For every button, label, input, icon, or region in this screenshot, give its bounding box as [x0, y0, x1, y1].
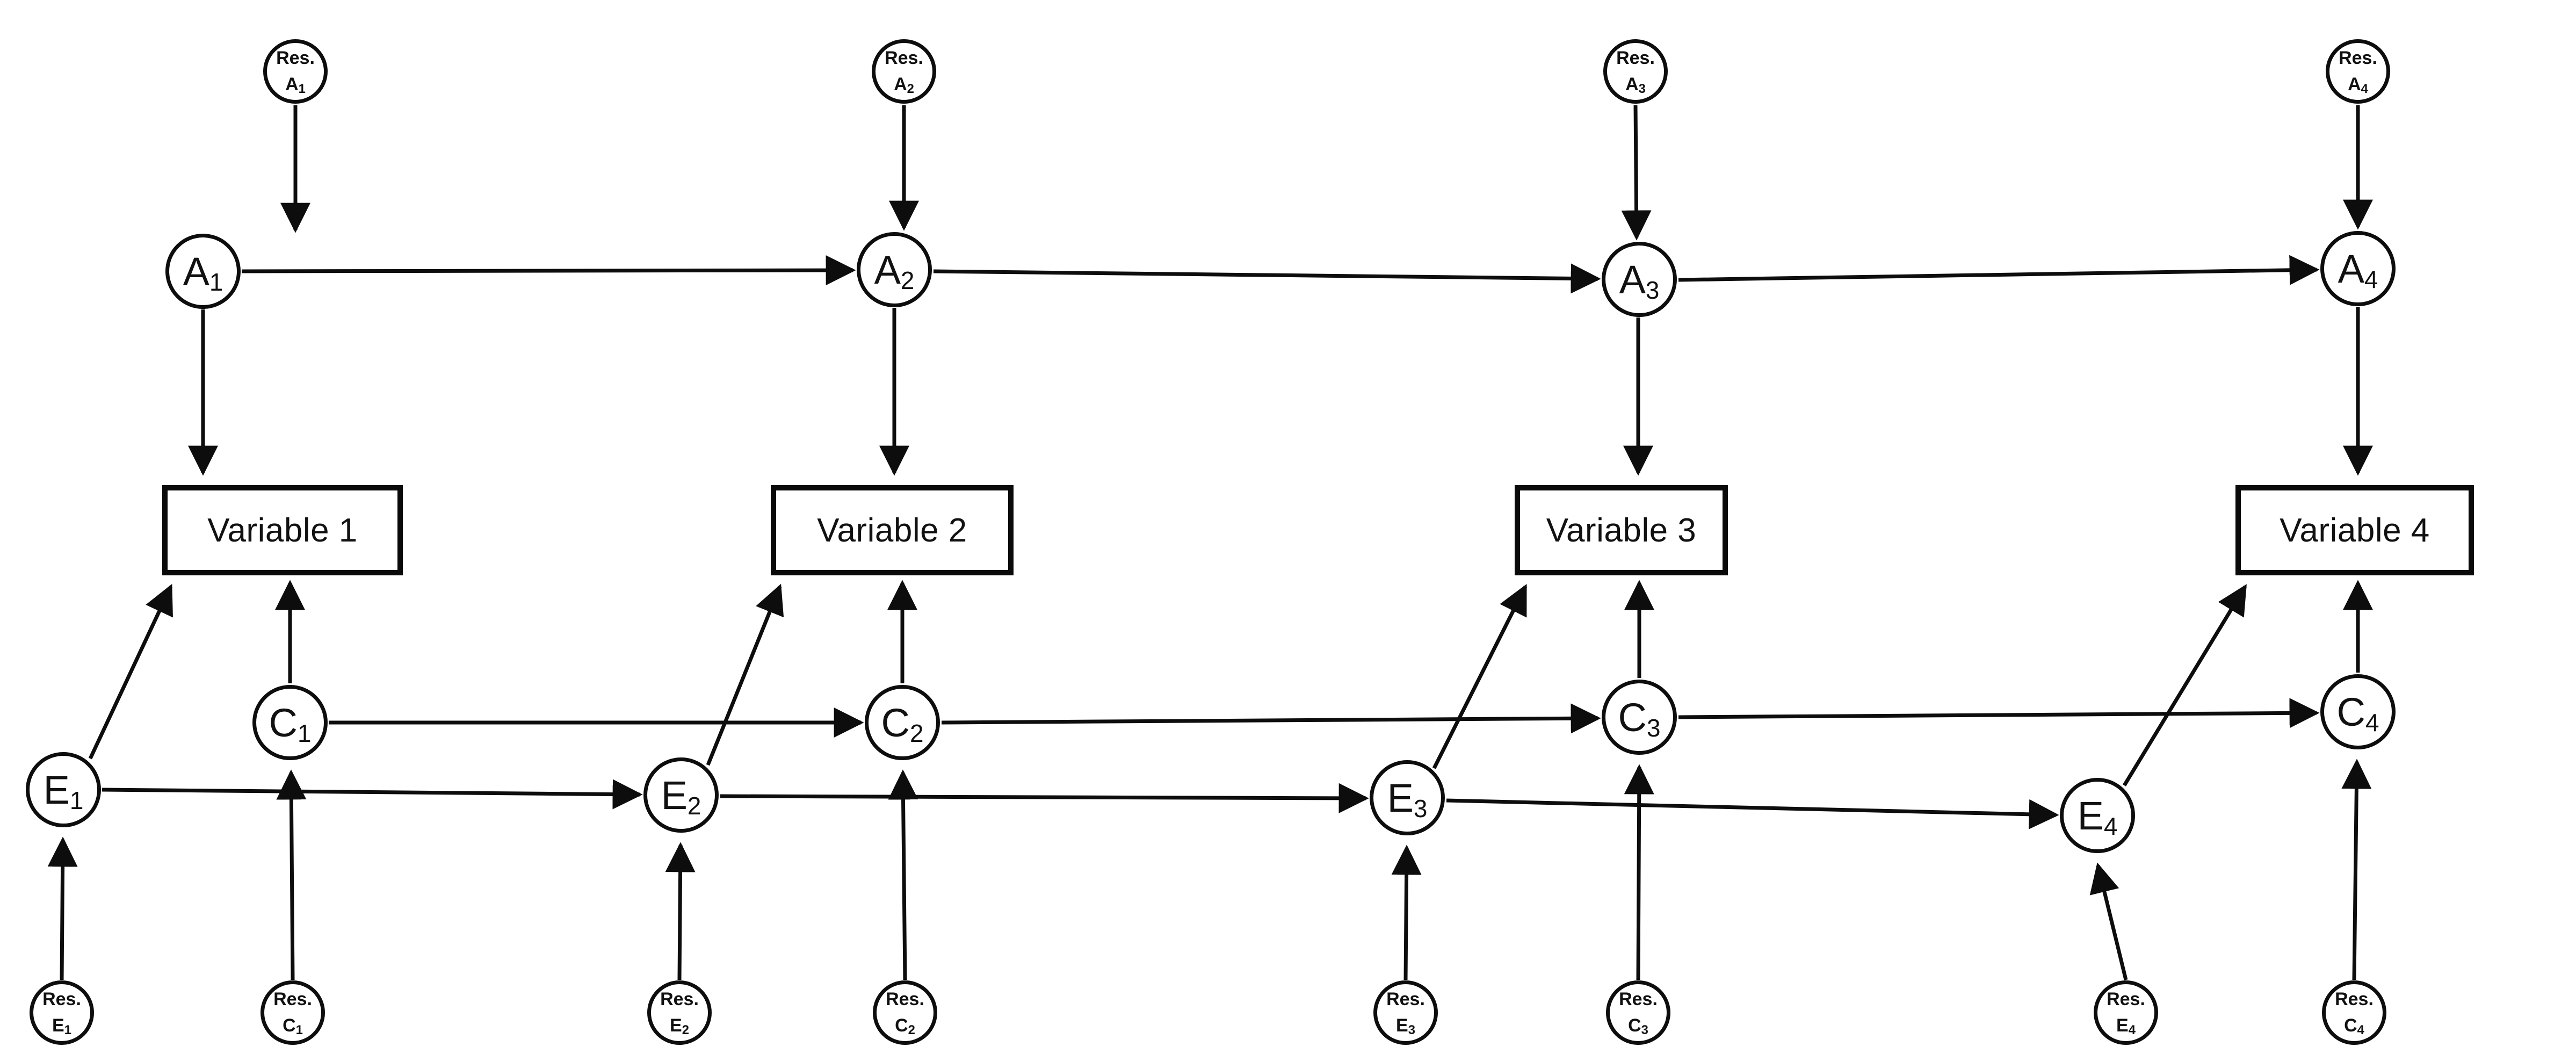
edge-rese3-e3	[1391, 844, 1422, 980]
node-res-a3[interactable]: Res.A3	[1603, 39, 1668, 104]
edge-resc3-c3	[1624, 764, 1654, 980]
node-res-a4[interactable]: Res.A4	[2326, 39, 2390, 104]
edge-e1-e2	[102, 779, 643, 810]
variable-box-3-label: Variable 3	[1546, 511, 1697, 549]
node-c1-label: C1	[269, 700, 312, 747]
edge-rese4-e4	[2089, 862, 2128, 980]
node-res-c2[interactable]: Res.C2	[873, 980, 937, 1045]
node-a2[interactable]: A2	[857, 232, 932, 307]
variable-box-2[interactable]: Variable 2	[771, 485, 1014, 575]
node-e1[interactable]: E1	[26, 752, 101, 827]
edge-resc1-c1	[276, 769, 307, 980]
node-res-e3[interactable]: Res.E3	[1373, 980, 1438, 1045]
node-e4-label: E4	[2077, 793, 2118, 840]
node-res-c4-label: Res.C4	[2335, 988, 2374, 1038]
edge-e3-e4	[1446, 798, 2059, 829]
node-a1[interactable]: A1	[165, 234, 241, 309]
node-c2-label: C2	[881, 700, 924, 747]
node-e4[interactable]: E4	[2060, 778, 2135, 853]
edge-c3-c4	[1678, 698, 2320, 728]
node-res-e4[interactable]: Res.E4	[2094, 980, 2158, 1045]
variable-box-3[interactable]: Variable 3	[1515, 485, 1728, 575]
edge-resa3-a3	[1621, 105, 1652, 241]
node-res-a1[interactable]: Res.A1	[263, 39, 328, 104]
node-res-c2-label: Res.C2	[886, 988, 924, 1038]
node-res-a2[interactable]: Res.A2	[872, 39, 936, 104]
node-a3[interactable]: A3	[1602, 242, 1677, 317]
node-a4-label: A4	[2338, 246, 2378, 293]
node-res-a3-label: Res.A3	[1616, 47, 1655, 97]
variable-box-4[interactable]: Variable 4	[2235, 485, 2474, 575]
edge-e4-v4	[2123, 584, 2247, 786]
node-res-c3-label: Res.C3	[1619, 988, 1658, 1038]
node-c1[interactable]: C1	[252, 685, 328, 760]
node-e1-label: E1	[43, 767, 84, 814]
variable-box-2-label: Variable 2	[817, 511, 967, 549]
edge-c2-c3	[941, 703, 1601, 734]
edge-e2-e3	[720, 783, 1369, 813]
node-res-e3-label: Res.E3	[1386, 988, 1425, 1038]
edge-e3-v3	[1432, 583, 1528, 769]
node-res-e4-label: Res.E4	[2107, 988, 2145, 1038]
node-res-e1-label: Res.E1	[42, 988, 81, 1038]
node-res-a4-label: Res.A4	[2339, 47, 2377, 97]
edge-e1-v1	[88, 583, 173, 760]
node-c3-label: C3	[1618, 695, 1661, 742]
node-e3[interactable]: E3	[1370, 760, 1445, 835]
node-e3-label: E3	[1387, 775, 1428, 822]
node-res-e2-label: Res.E2	[660, 988, 699, 1038]
variable-box-1[interactable]: Variable 1	[162, 485, 403, 575]
node-res-a2-label: Res.A2	[885, 47, 923, 97]
node-c4-label: C4	[2336, 689, 2379, 737]
variable-box-4-label: Variable 4	[2280, 511, 2430, 549]
edge-a2-a3	[933, 263, 1601, 294]
edge-rese2-e2	[665, 842, 696, 980]
node-c2[interactable]: C2	[865, 685, 940, 760]
edge-resc4-c4	[2341, 759, 2372, 980]
node-c4[interactable]: C4	[2320, 674, 2396, 749]
edge-a1-a2	[241, 255, 856, 286]
node-res-a1-label: Res.A1	[276, 47, 315, 97]
node-res-c1[interactable]: Res.C1	[261, 980, 325, 1045]
node-res-e2[interactable]: Res.E2	[647, 980, 712, 1045]
node-a1-label: A1	[183, 249, 223, 296]
edge-e2-v2	[706, 583, 784, 766]
node-a3-label: A3	[1619, 257, 1660, 304]
node-a2-label: A2	[874, 247, 915, 294]
edge-resc2-c2	[888, 769, 918, 980]
edge-rese1-e1	[47, 836, 78, 980]
node-res-e1[interactable]: Res.E1	[30, 980, 94, 1045]
node-a4[interactable]: A4	[2320, 231, 2396, 306]
node-res-c4[interactable]: Res.C4	[2322, 980, 2386, 1045]
node-res-c3[interactable]: Res.C3	[1606, 980, 1670, 1045]
variable-box-1-label: Variable 1	[207, 511, 358, 549]
node-e2-label: E2	[661, 773, 701, 820]
node-e2[interactable]: E2	[643, 757, 719, 833]
node-res-c1-label: Res.C1	[273, 988, 312, 1038]
node-c3[interactable]: C3	[1602, 680, 1677, 755]
edge-a3-a4	[1678, 255, 2320, 285]
